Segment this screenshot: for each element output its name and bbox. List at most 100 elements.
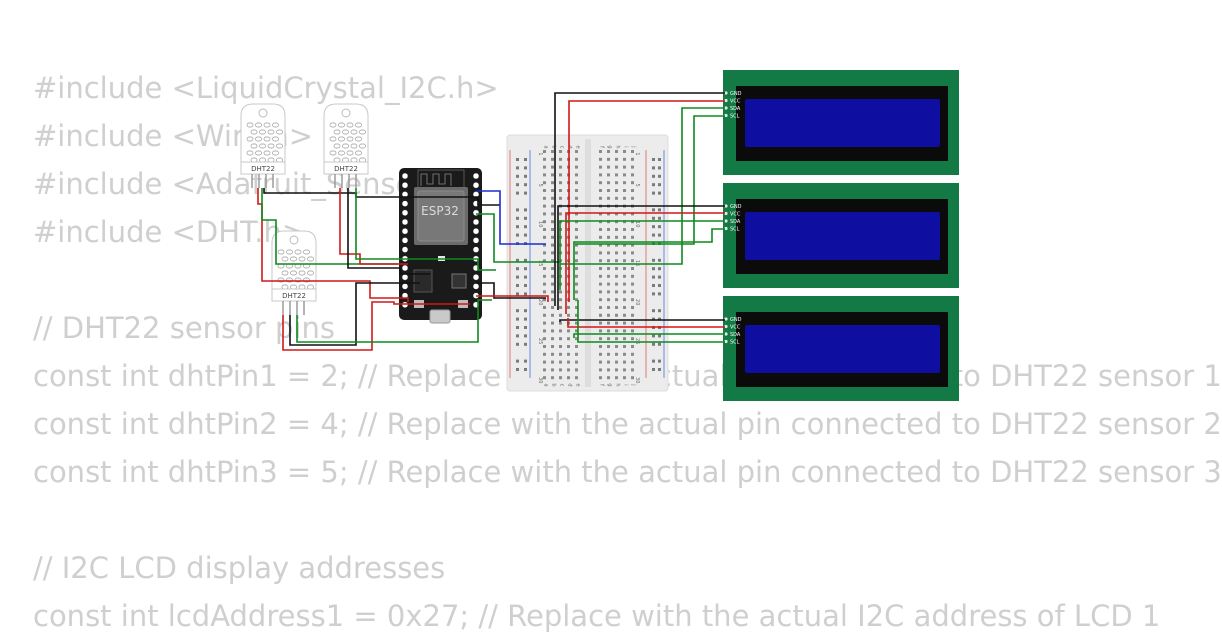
esp32-pin: [472, 172, 480, 180]
dht22-label: DHT22: [251, 165, 275, 173]
breadboard-hole: [524, 275, 527, 279]
breadboard-hole: [615, 196, 618, 200]
breadboard-hole: [551, 352, 554, 356]
breadboard-hole: [631, 173, 634, 177]
breadboard-hole: [516, 174, 519, 178]
lcd-pin-label: SCL: [730, 340, 740, 346]
breadboard-hole: [524, 158, 527, 161]
breadboard-hole: [516, 342, 519, 346]
breadboard-row-number: 1: [537, 152, 543, 155]
breadboard-hole: [543, 204, 546, 208]
breadboard-hole: [631, 282, 634, 286]
breadboard-hole: [631, 189, 634, 192]
breadboard-hole: [599, 181, 602, 185]
breadboard-hole: [516, 183, 519, 187]
breadboard-hole: [575, 189, 578, 192]
lcd-screen: [745, 212, 940, 260]
breadboard-hole: [631, 368, 634, 372]
breadboard-hole: [567, 313, 570, 317]
dht22-vent: [272, 122, 279, 128]
breadboard-hole: [559, 345, 562, 348]
breadboard-hole: [551, 313, 554, 317]
breadboard-hole: [658, 368, 661, 371]
breadboard-hole: [575, 173, 578, 177]
dht22-vent: [250, 157, 258, 163]
breadboard-hole: [623, 251, 626, 255]
breadboard-hole: [652, 342, 655, 346]
breadboard-hole: [524, 191, 527, 195]
wire: [261, 188, 398, 265]
breadboard-hole: [631, 345, 634, 348]
breadboard-hole: [615, 165, 618, 169]
breadboard-hole: [524, 284, 527, 287]
breadboard-hole: [615, 306, 618, 309]
breadboard-hole: [516, 208, 519, 212]
wire: [573, 228, 725, 300]
breadboard-hole: [559, 165, 562, 169]
dht22-vent: [333, 157, 341, 163]
breadboard-hole: [516, 317, 519, 321]
breadboard-hole: [575, 165, 578, 169]
breadboard-hole: [575, 157, 578, 161]
breadboard-hole: [551, 329, 554, 333]
breadboard-hole: [607, 298, 610, 302]
breadboard-hole: [567, 360, 570, 364]
breadboard-hole: [524, 292, 527, 296]
dht22-vent: [286, 249, 293, 255]
breadboard-hole: [623, 329, 626, 333]
lcd-pin-label: VCC: [730, 99, 741, 105]
dht22-vent: [263, 136, 271, 142]
lcd-screen: [745, 99, 940, 147]
breadboard-hole: [575, 368, 578, 372]
breadboard-hole: [599, 329, 602, 333]
breadboard-hole: [559, 173, 562, 177]
lcd-pin-label: GND: [730, 204, 742, 210]
dht22-vent: [290, 256, 297, 262]
breadboard-hole: [623, 157, 626, 161]
breadboard-hole: [599, 368, 602, 372]
breadboard-hole: [543, 345, 546, 348]
breadboard-hole: [652, 166, 655, 170]
breadboard-hole: [516, 191, 519, 195]
breadboard-hole: [567, 368, 570, 372]
breadboard-column-letter: d: [567, 383, 573, 386]
breadboard-hole: [607, 189, 610, 192]
breadboard-hole: [575, 345, 578, 348]
dht22-housing: [271, 230, 317, 302]
lcd-pin-label: SDA: [730, 106, 741, 112]
breadboard-hole: [631, 150, 634, 153]
breadboard-hole: [623, 243, 626, 247]
esp32-pin: [472, 227, 480, 235]
breadboard-hole: [652, 233, 655, 237]
dht22-vent: [263, 122, 271, 128]
dht22-vent: [290, 284, 297, 290]
breadboard-hole: [599, 282, 602, 286]
breadboard-column-letter: i: [623, 146, 629, 147]
wire: [554, 92, 725, 306]
breadboard-hole: [658, 275, 661, 279]
esp32-antenna-trace: [420, 173, 452, 186]
dht22-mount-hole: [289, 235, 299, 245]
dht22-vent: [272, 150, 279, 156]
breadboard-hole: [543, 290, 546, 294]
breadboard-hole: [551, 220, 554, 224]
dht22-vent: [246, 122, 254, 128]
dht22-vent: [355, 136, 362, 142]
breadboard-row-number: 30: [634, 377, 640, 383]
breadboard-column-letter: g: [607, 145, 613, 148]
breadboard-hole: [615, 243, 618, 247]
dht22-vent: [346, 136, 354, 142]
breadboard-hole: [631, 313, 634, 317]
breadboard-hole: [658, 284, 661, 287]
breadboard-hole: [524, 326, 527, 329]
dht22-sensor: DHT22: [271, 230, 317, 315]
esp32-pin: [472, 218, 480, 226]
breadboard-hole: [599, 298, 602, 302]
dht22-vent: [329, 136, 337, 142]
breadboard-hole: [623, 165, 626, 169]
breadboard-hole: [652, 216, 655, 220]
breadboard-hole: [615, 173, 618, 177]
breadboard-hole: [615, 259, 618, 263]
wire: [339, 188, 408, 265]
dht22-vent: [359, 157, 366, 163]
